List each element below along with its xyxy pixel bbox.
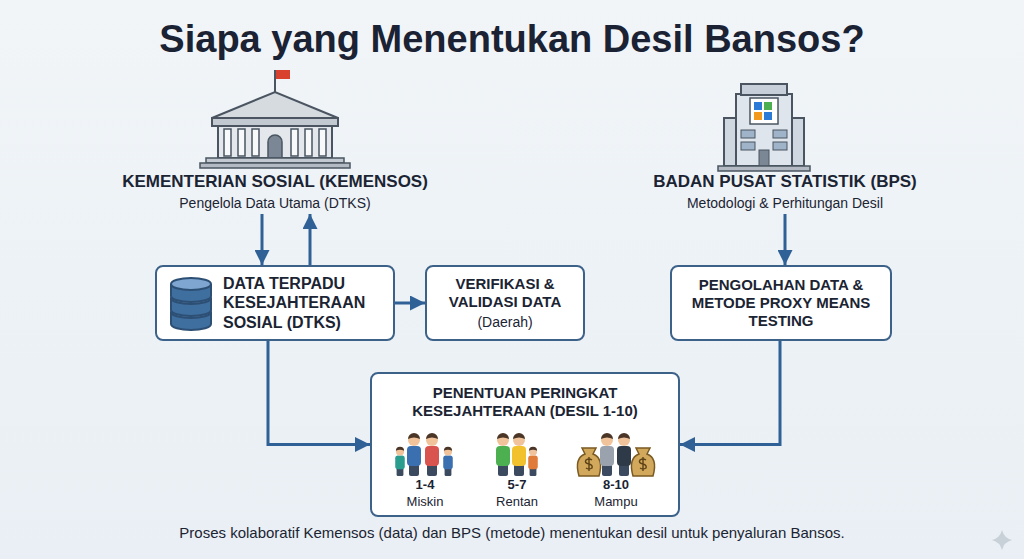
vulnerable-family-icon-part [496,433,510,476]
statistics-building-icon-part [754,112,762,120]
node-heading: VERIFIKASI & VALIDASI DATA [435,275,575,311]
process-box: PENGOLAHAN DATA & METODE PROXY MEANS TES… [670,265,892,341]
decile-range: 5-7 [477,477,557,493]
vulnerable-family-icon-part [512,433,526,476]
decile-category: Mampu [576,494,656,510]
node-subtext: Metodologi & Perhitungan Desil [687,195,883,212]
box-fill [425,265,585,341]
poor-family-icon-part [425,433,439,476]
decile-category: Miskin [385,494,465,510]
node-heading: BADAN PUSAT STATISTIK (BPS) [653,172,917,192]
statistics-building-icon-part [773,130,787,138]
box-fill [370,372,680,517]
poor-family-icon-part [407,433,421,476]
decile-range: 1-4 [385,477,465,493]
wealthy-family-icon-part [577,448,600,476]
statistics-building-icon-part [741,142,755,150]
database-icon-part [171,278,211,290]
ministry-building-icon-part [212,118,338,126]
sparkle-watermark-part [992,530,1012,550]
poor-family-icon [395,433,453,476]
box-fill [670,265,892,341]
ministry-building-icon-part [200,163,350,168]
ministry-building-icon-part [274,70,276,93]
wealthy-family-icon-part [631,448,654,476]
ministry-building-icon-part [238,129,245,156]
statistics-building-icon-part [718,166,810,171]
ministry-building-icon-part [291,129,298,156]
decile-range: 8-10 [576,477,656,493]
statistics-building-icon-part [764,102,772,110]
statistics-building-icon-part [759,150,769,166]
flow-arrow [261,214,264,265]
vulnerable-family-icon-part [528,447,538,476]
ministry-building-icon-part [224,129,231,156]
node-subtext: (Daerah) [477,314,532,331]
database-icon [171,278,211,330]
sparkle-watermark [992,530,1012,550]
flow-arrow [309,214,312,265]
flow-arrow [784,214,787,265]
ministry-building-icon-part [305,129,312,156]
database-box: DATA TERPADU KESEJAHTERAAN SOSIAL (DTKS) [155,265,395,341]
statistics-building-icon-part [741,130,755,138]
box-fill-layer [155,265,892,517]
ministry-building-icon-part [268,135,282,158]
statistics-building-icon-part [754,102,762,110]
node-subtext: Pengelola Data Utama (DTKS) [179,195,370,212]
agency-heading: KEMENTERIAN SOSIAL (KEMENSOS) Pengelola D… [75,170,475,214]
statistics-building-icon-part [736,94,792,166]
node-heading: KEMENTERIAN SOSIAL (KEMENSOS) [122,172,428,192]
ministry-building-icon-part [319,129,326,156]
node-heading: PENENTUAN PERINGKAT KESEJAHTERAAN (DESIL… [380,384,670,420]
statistics-building-icon [718,84,810,171]
statistics-building-icon-part [764,112,772,120]
agency-heading: BADAN PUSAT STATISTIK (BPS) Metodologi & … [585,170,985,214]
ministry-building-icon-part [218,126,332,158]
statistics-building-icon-part [792,118,804,166]
box-fill [155,265,395,341]
flow-arrow [680,341,780,445]
poor-family-icon-part [443,447,453,476]
wealthy-family-icon-part [617,433,631,476]
process-box: VERIFIKASI & VALIDASI DATA (Daerah) [425,265,585,341]
statistics-building-icon-part [724,118,736,166]
poor-family-icon-part [395,447,405,476]
ministry-building-icon-part [212,92,338,118]
node-heading: DATA TERPADU KESEJAHTERAAN SOSIAL (DTKS) [223,274,385,332]
wealthy-family-icon-part [600,433,614,476]
ministry-building-icon-part [252,129,259,156]
diagram-title: Siapa yang Menentukan Desil Bansos? [0,18,1024,61]
flow-arrow [268,341,370,445]
statistics-building-icon-part [741,84,787,95]
icon-layer [171,70,1012,550]
decile-category: Rentan [477,494,557,510]
vulnerable-family-icon [496,433,538,476]
ministry-building-icon-part [276,70,290,79]
flow-arrow [395,302,425,305]
ministry-building-icon [200,70,350,168]
diagram-caption: Proses kolaboratif Kemensos (data) dan B… [0,524,1024,541]
wealthy-family-icon [577,433,654,476]
statistics-building-icon-part [750,98,778,124]
node-heading: PENGOLAHAN DATA & METODE PROXY MEANS TES… [680,276,882,330]
statistics-building-icon-part [773,142,787,150]
